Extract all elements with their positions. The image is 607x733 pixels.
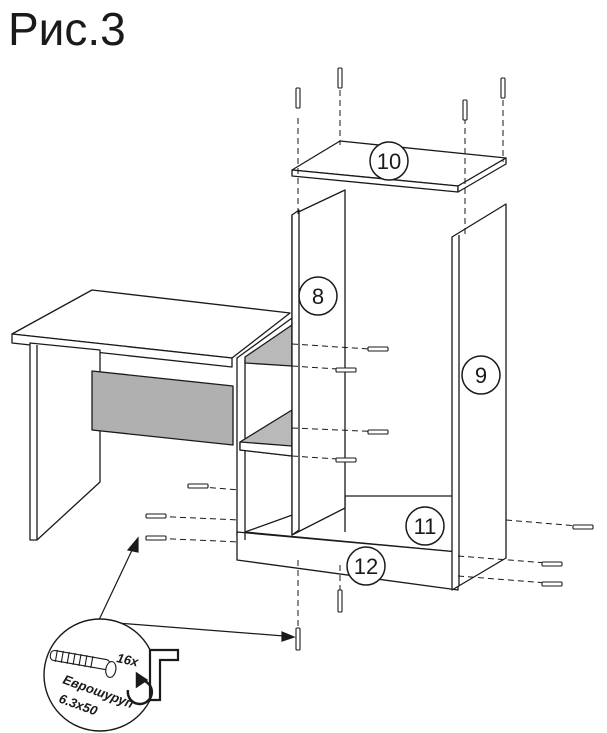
label-part-12: 12 [346, 546, 386, 586]
hardware-callout: 16x Еврошуруп 6.3x50 [43, 618, 180, 732]
part-labels: 10 8 9 11 12 [298, 141, 501, 586]
hardware-quantity: 16x [115, 650, 140, 669]
callout-arrows [97, 536, 296, 642]
part-8-number: 8 [312, 284, 324, 309]
part-9-right-side [451, 203, 507, 591]
part-12-number: 12 [354, 554, 378, 579]
screws [145, 67, 594, 651]
desk-top-edge [11, 333, 233, 368]
part-11-number: 11 [414, 514, 437, 539]
euro-screw-icon [49, 649, 117, 678]
part-10-number: 10 [377, 149, 401, 174]
desk [11, 289, 291, 541]
part-8-partition [291, 189, 346, 536]
label-part-11: 11 [405, 506, 445, 546]
desk-modesty-panel [91, 370, 234, 446]
label-part-10: 10 [369, 141, 409, 181]
rotation-arrow-icon [126, 671, 154, 706]
desk-left-leg [29, 342, 101, 541]
figure-title: Рис.3 [8, 3, 126, 55]
hex-key-icon [148, 648, 180, 702]
part-9-number: 9 [475, 363, 487, 388]
label-part-8: 8 [298, 276, 338, 316]
label-part-9: 9 [461, 355, 501, 395]
